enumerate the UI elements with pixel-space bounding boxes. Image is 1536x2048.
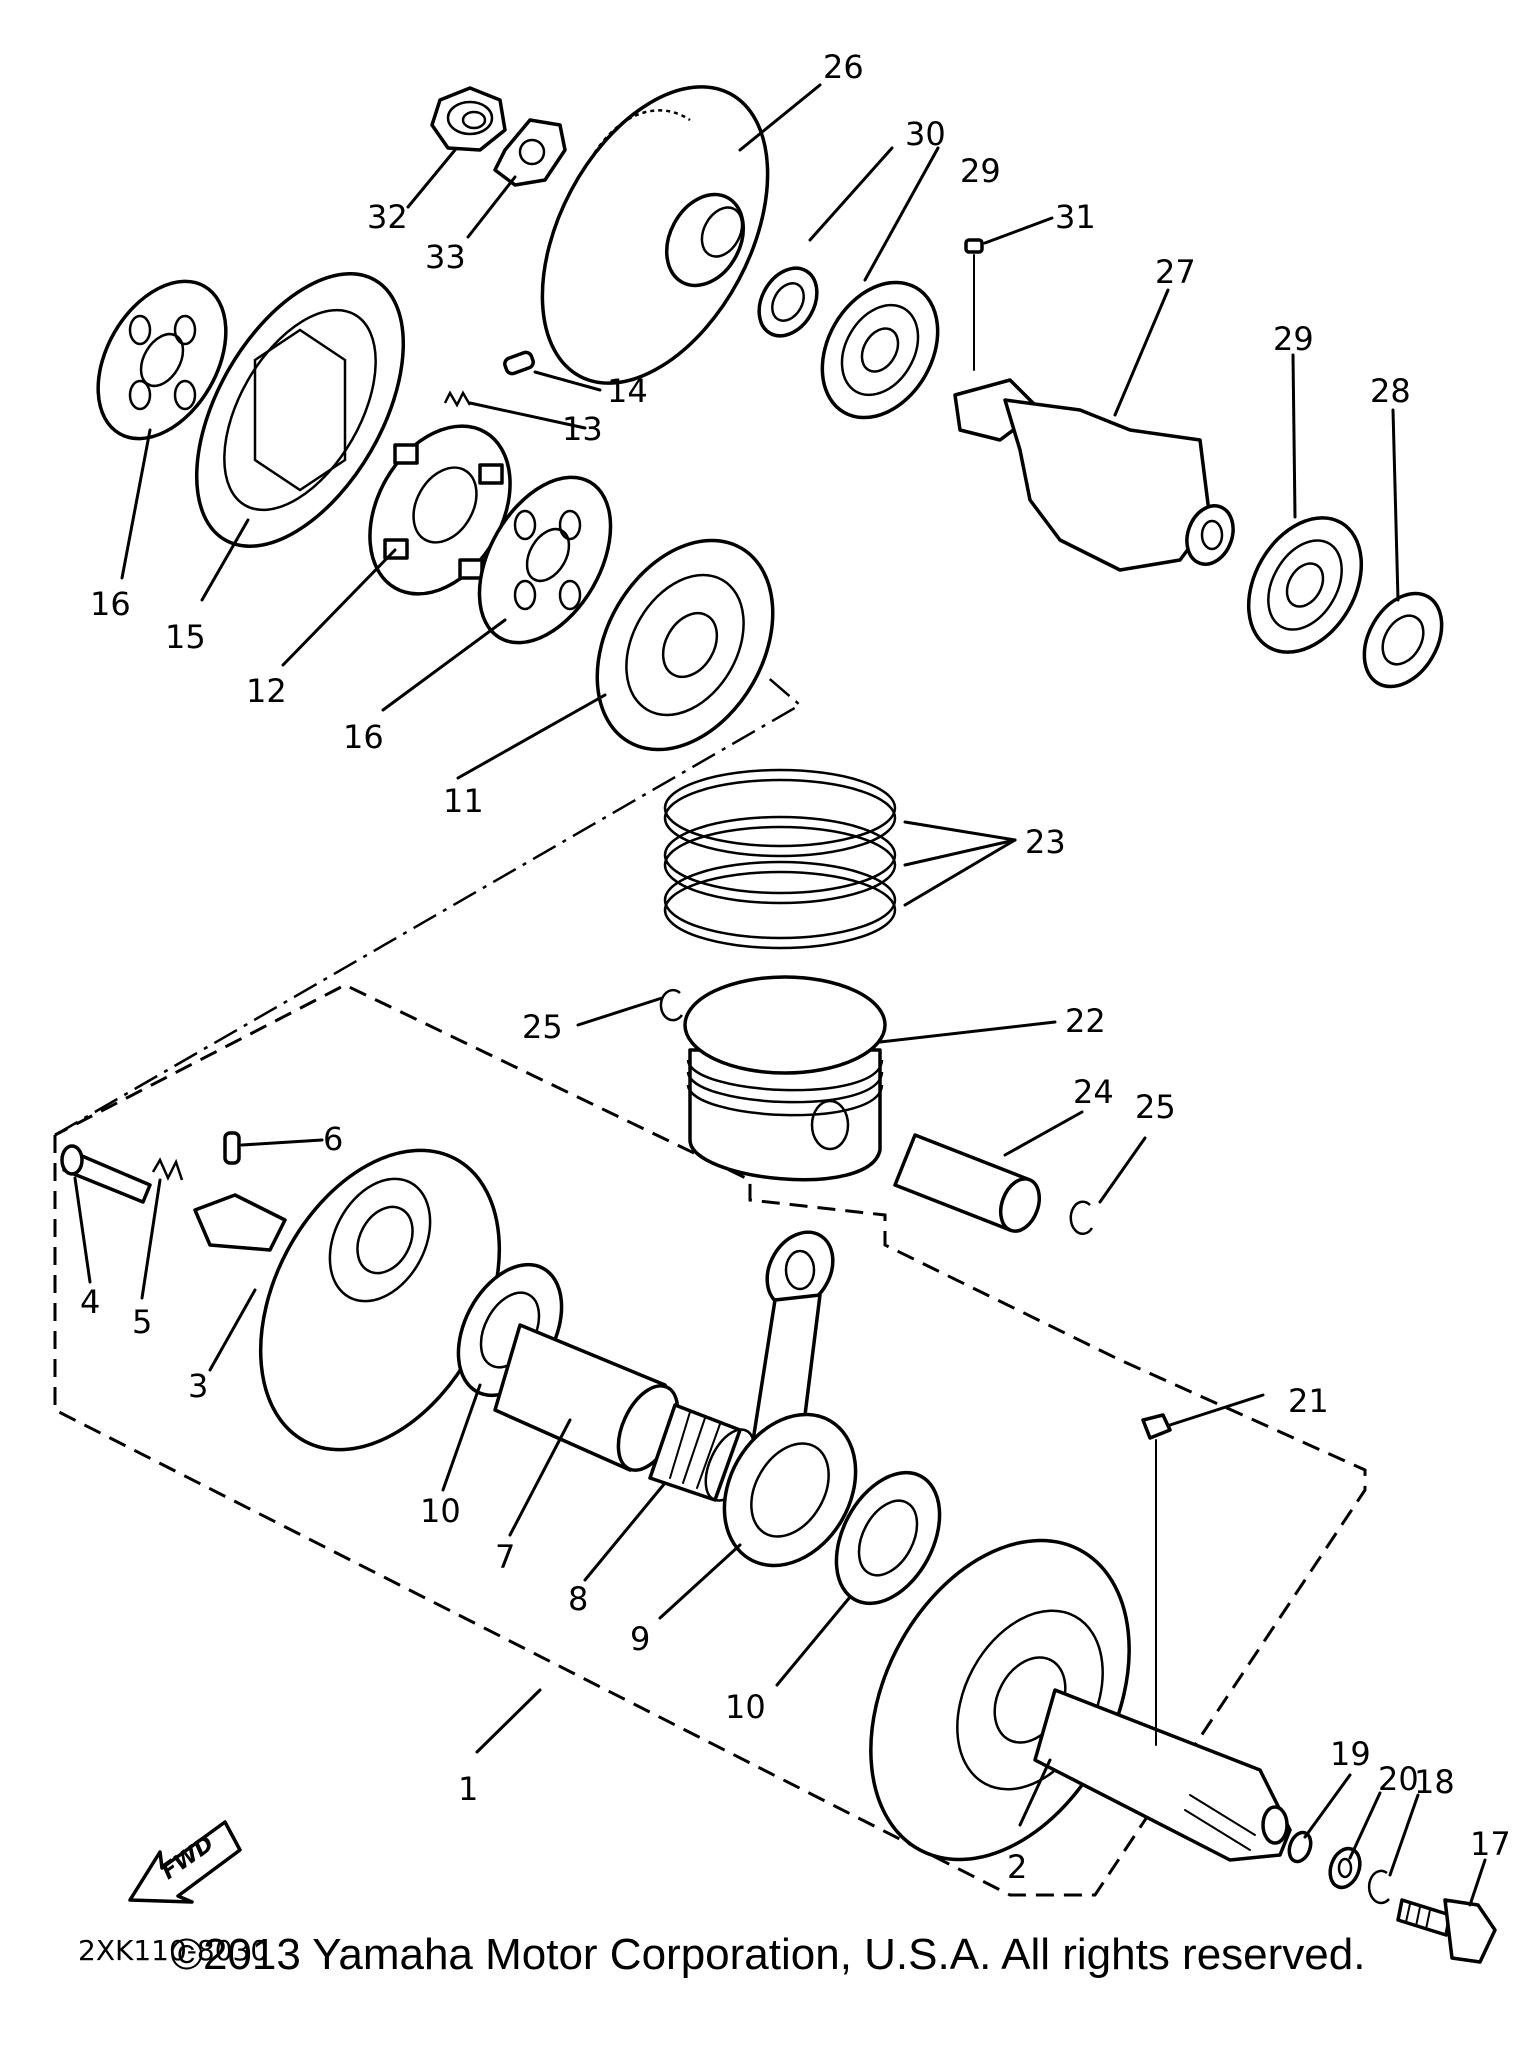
- part-25-clip-lower: [1069, 1200, 1094, 1235]
- callout-17: 17: [1470, 1825, 1511, 1863]
- callout-13: 13: [562, 410, 603, 448]
- callout-24: 24: [1073, 1073, 1114, 1111]
- part-29-bearing-upper: [820, 280, 940, 420]
- callout-27: 27: [1155, 253, 1196, 291]
- part-16-plate-right: [477, 475, 613, 645]
- callout-3: 3: [188, 1367, 208, 1405]
- callout-25-upper: 25: [522, 1008, 563, 1046]
- callout-9: 9: [630, 1620, 650, 1658]
- part-9-connecting-rod: [722, 1230, 858, 1568]
- part-8-needle-bearing: [648, 1403, 756, 1502]
- callout-28: 28: [1370, 372, 1411, 410]
- part-27-balancer-shaft: [953, 378, 1235, 572]
- part-26-balancer-gear: [540, 85, 770, 385]
- part-12-hub: [368, 424, 512, 596]
- part-22-piston: [683, 975, 887, 1182]
- callout-31: 31: [1055, 198, 1096, 236]
- part-code-label: 2XK110-8030: [78, 1934, 268, 1967]
- part-11-bearing: [595, 538, 775, 752]
- part-18-lock-washer: [1367, 1869, 1390, 1905]
- callout-20: 20: [1378, 1760, 1419, 1798]
- part-13-spring: [443, 390, 472, 408]
- callout-26: 26: [823, 48, 864, 86]
- callout-2: 2: [1007, 1848, 1027, 1886]
- callout-4: 4: [80, 1283, 100, 1321]
- callout-32: 32: [367, 198, 408, 236]
- part-15-gear: [194, 272, 406, 548]
- part-16-plate-left: [96, 279, 228, 441]
- part-30-washer: [757, 266, 819, 338]
- part-20-washer: [1328, 1846, 1362, 1890]
- part-31-woodruff-key: [964, 238, 984, 371]
- part-25-clip-upper: [659, 988, 684, 1022]
- callout-6: 6: [323, 1120, 343, 1158]
- callout-30: 30: [905, 115, 946, 153]
- callout-18: 18: [1414, 1763, 1455, 1801]
- part-24-piston-pin: [893, 1133, 1042, 1233]
- part-3-crank-web-left: [193, 1148, 502, 1452]
- part-4-pin: [60, 1144, 152, 1204]
- callout-19: 19: [1330, 1735, 1371, 1773]
- leader-lines: [73, 83, 1487, 1907]
- callout-10-right: 10: [725, 1688, 766, 1726]
- callout-15: 15: [165, 618, 206, 656]
- callout-16-left: 16: [90, 585, 131, 623]
- callout-14: 14: [607, 372, 648, 410]
- callout-10-left: 10: [420, 1492, 461, 1530]
- callout-7: 7: [495, 1538, 515, 1576]
- part-2-crank-web-right: [869, 1538, 1292, 1862]
- part-17-bolt: [1396, 1898, 1497, 1964]
- part-6-pin: [223, 1131, 241, 1165]
- callout-33: 33: [425, 238, 466, 276]
- callout-5: 5: [132, 1303, 152, 1341]
- callout-21: 21: [1288, 1382, 1329, 1420]
- copyright-notice: ©2013 Yamaha Motor Corporation, U.S.A. A…: [170, 1930, 1366, 1979]
- forward-direction-arrow: FWD: [128, 1820, 242, 1904]
- callout-25-lower: 25: [1135, 1088, 1176, 1126]
- callout-29-upper: 29: [960, 152, 1001, 190]
- part-21-key: [1141, 1413, 1172, 1746]
- part-10-shim-right: [834, 1470, 942, 1606]
- callout-8: 8: [568, 1580, 588, 1618]
- part-14-pin: [503, 350, 535, 376]
- callout-1: 1: [458, 1770, 478, 1808]
- part-23-piston-rings: [663, 768, 897, 950]
- part-19-washer: [1287, 1830, 1313, 1864]
- callout-23: 23: [1025, 823, 1066, 861]
- callout-11: 11: [443, 782, 484, 820]
- callout-16-right: 16: [343, 718, 384, 756]
- part-28-oil-seal: [1362, 591, 1444, 689]
- part-33-lock-washer: [493, 118, 567, 187]
- part-5-spring: [151, 1157, 184, 1181]
- part-29-bearing-lower: [1246, 516, 1364, 654]
- callout-29-lower: 29: [1273, 320, 1314, 358]
- callout-22: 22: [1065, 1002, 1106, 1040]
- callout-12: 12: [246, 672, 287, 710]
- callout-numbers: 26 30 29 31 27 29 28 32 33 14 13 16 15 1…: [80, 48, 1511, 1886]
- part-32-nut: [430, 86, 507, 152]
- assembly-outline: [53, 674, 1367, 1897]
